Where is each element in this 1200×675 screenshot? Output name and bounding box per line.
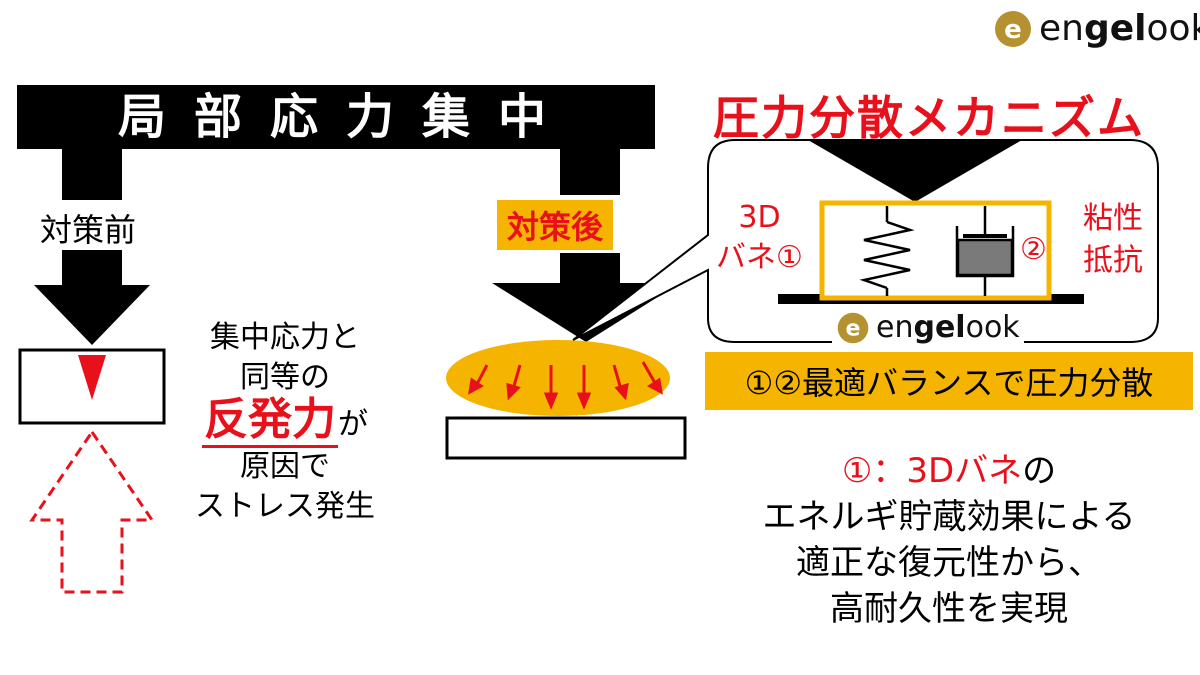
damper-label-line1: 粘性 — [1083, 201, 1143, 236]
svg-text:e: e — [1004, 15, 1022, 45]
summary-line4: 高耐久性を実現 — [830, 589, 1068, 629]
summary-line3: 適正な復元性から、 — [796, 543, 1102, 583]
damper-number: ② — [1020, 232, 1047, 267]
emphasis-suffix: が — [338, 407, 368, 442]
summary-highlight: ①：3Dバネ — [841, 451, 1023, 491]
brand-logo: e engelook — [993, 8, 1200, 49]
damper-icon — [955, 206, 1015, 296]
logo-text: engelook — [1039, 8, 1200, 49]
mechanism-title: 圧力分散メカニズム — [713, 91, 1145, 145]
summary-text: ①：3Dバネの エネルギ貯蔵効果による 適正な復元性から、 高耐久性を実現 — [705, 448, 1193, 632]
spring-label-line1: 3D — [738, 200, 781, 235]
before-desc-line3: 原因で — [240, 449, 330, 484]
right-stem — [560, 145, 620, 195]
right-arrow-shaft — [560, 253, 620, 283]
damper-label: 粘性 抵抗 — [1083, 198, 1143, 282]
callout-logo-text: engelook — [876, 310, 1020, 345]
reaction-arrow-icon — [29, 429, 155, 594]
before-desc-line4: ストレス発生 — [195, 489, 375, 524]
mechanism-arrow-head — [808, 140, 1022, 202]
spring-label-line2: バネ① — [716, 240, 803, 275]
svg-text:e: e — [846, 315, 861, 341]
after-label: 対策後 — [497, 200, 614, 250]
summary-line1-suffix: の — [1022, 451, 1057, 491]
left-arrow-head — [34, 285, 150, 345]
pressure-spread-ellipse — [446, 340, 670, 416]
reaction-force-emphasis: 反発力 — [202, 394, 338, 448]
logo-icon: e — [995, 10, 1031, 47]
callout-logo: e engelook — [832, 310, 1024, 345]
damper-label-line2: 抵抗 — [1083, 243, 1143, 278]
balance-banner: ①②最適バランスで圧力分散 — [705, 352, 1193, 410]
left-arrow-shaft — [62, 250, 122, 285]
left-stem — [62, 145, 122, 200]
spread-arrows-icon — [468, 361, 663, 410]
spring-label: 3D バネ① — [716, 198, 803, 278]
before-description: 集中応力と 同等の 反発力が 原因で ストレス発生 — [170, 318, 400, 527]
top-bar-title: 局部応力集中 — [17, 85, 655, 149]
summary-line2: エネルギ貯蔵効果による — [762, 497, 1136, 537]
stress-point-icon — [78, 355, 106, 400]
before-desc-line1: 集中応力と — [210, 320, 360, 355]
mechanism-frame — [819, 200, 1052, 301]
callout-logo-icon: e — [837, 312, 869, 343]
spring-icon — [859, 206, 915, 296]
before-label: 対策前 — [40, 211, 137, 249]
after-plate — [445, 416, 687, 460]
before-desc-line2: 同等の — [240, 360, 330, 395]
